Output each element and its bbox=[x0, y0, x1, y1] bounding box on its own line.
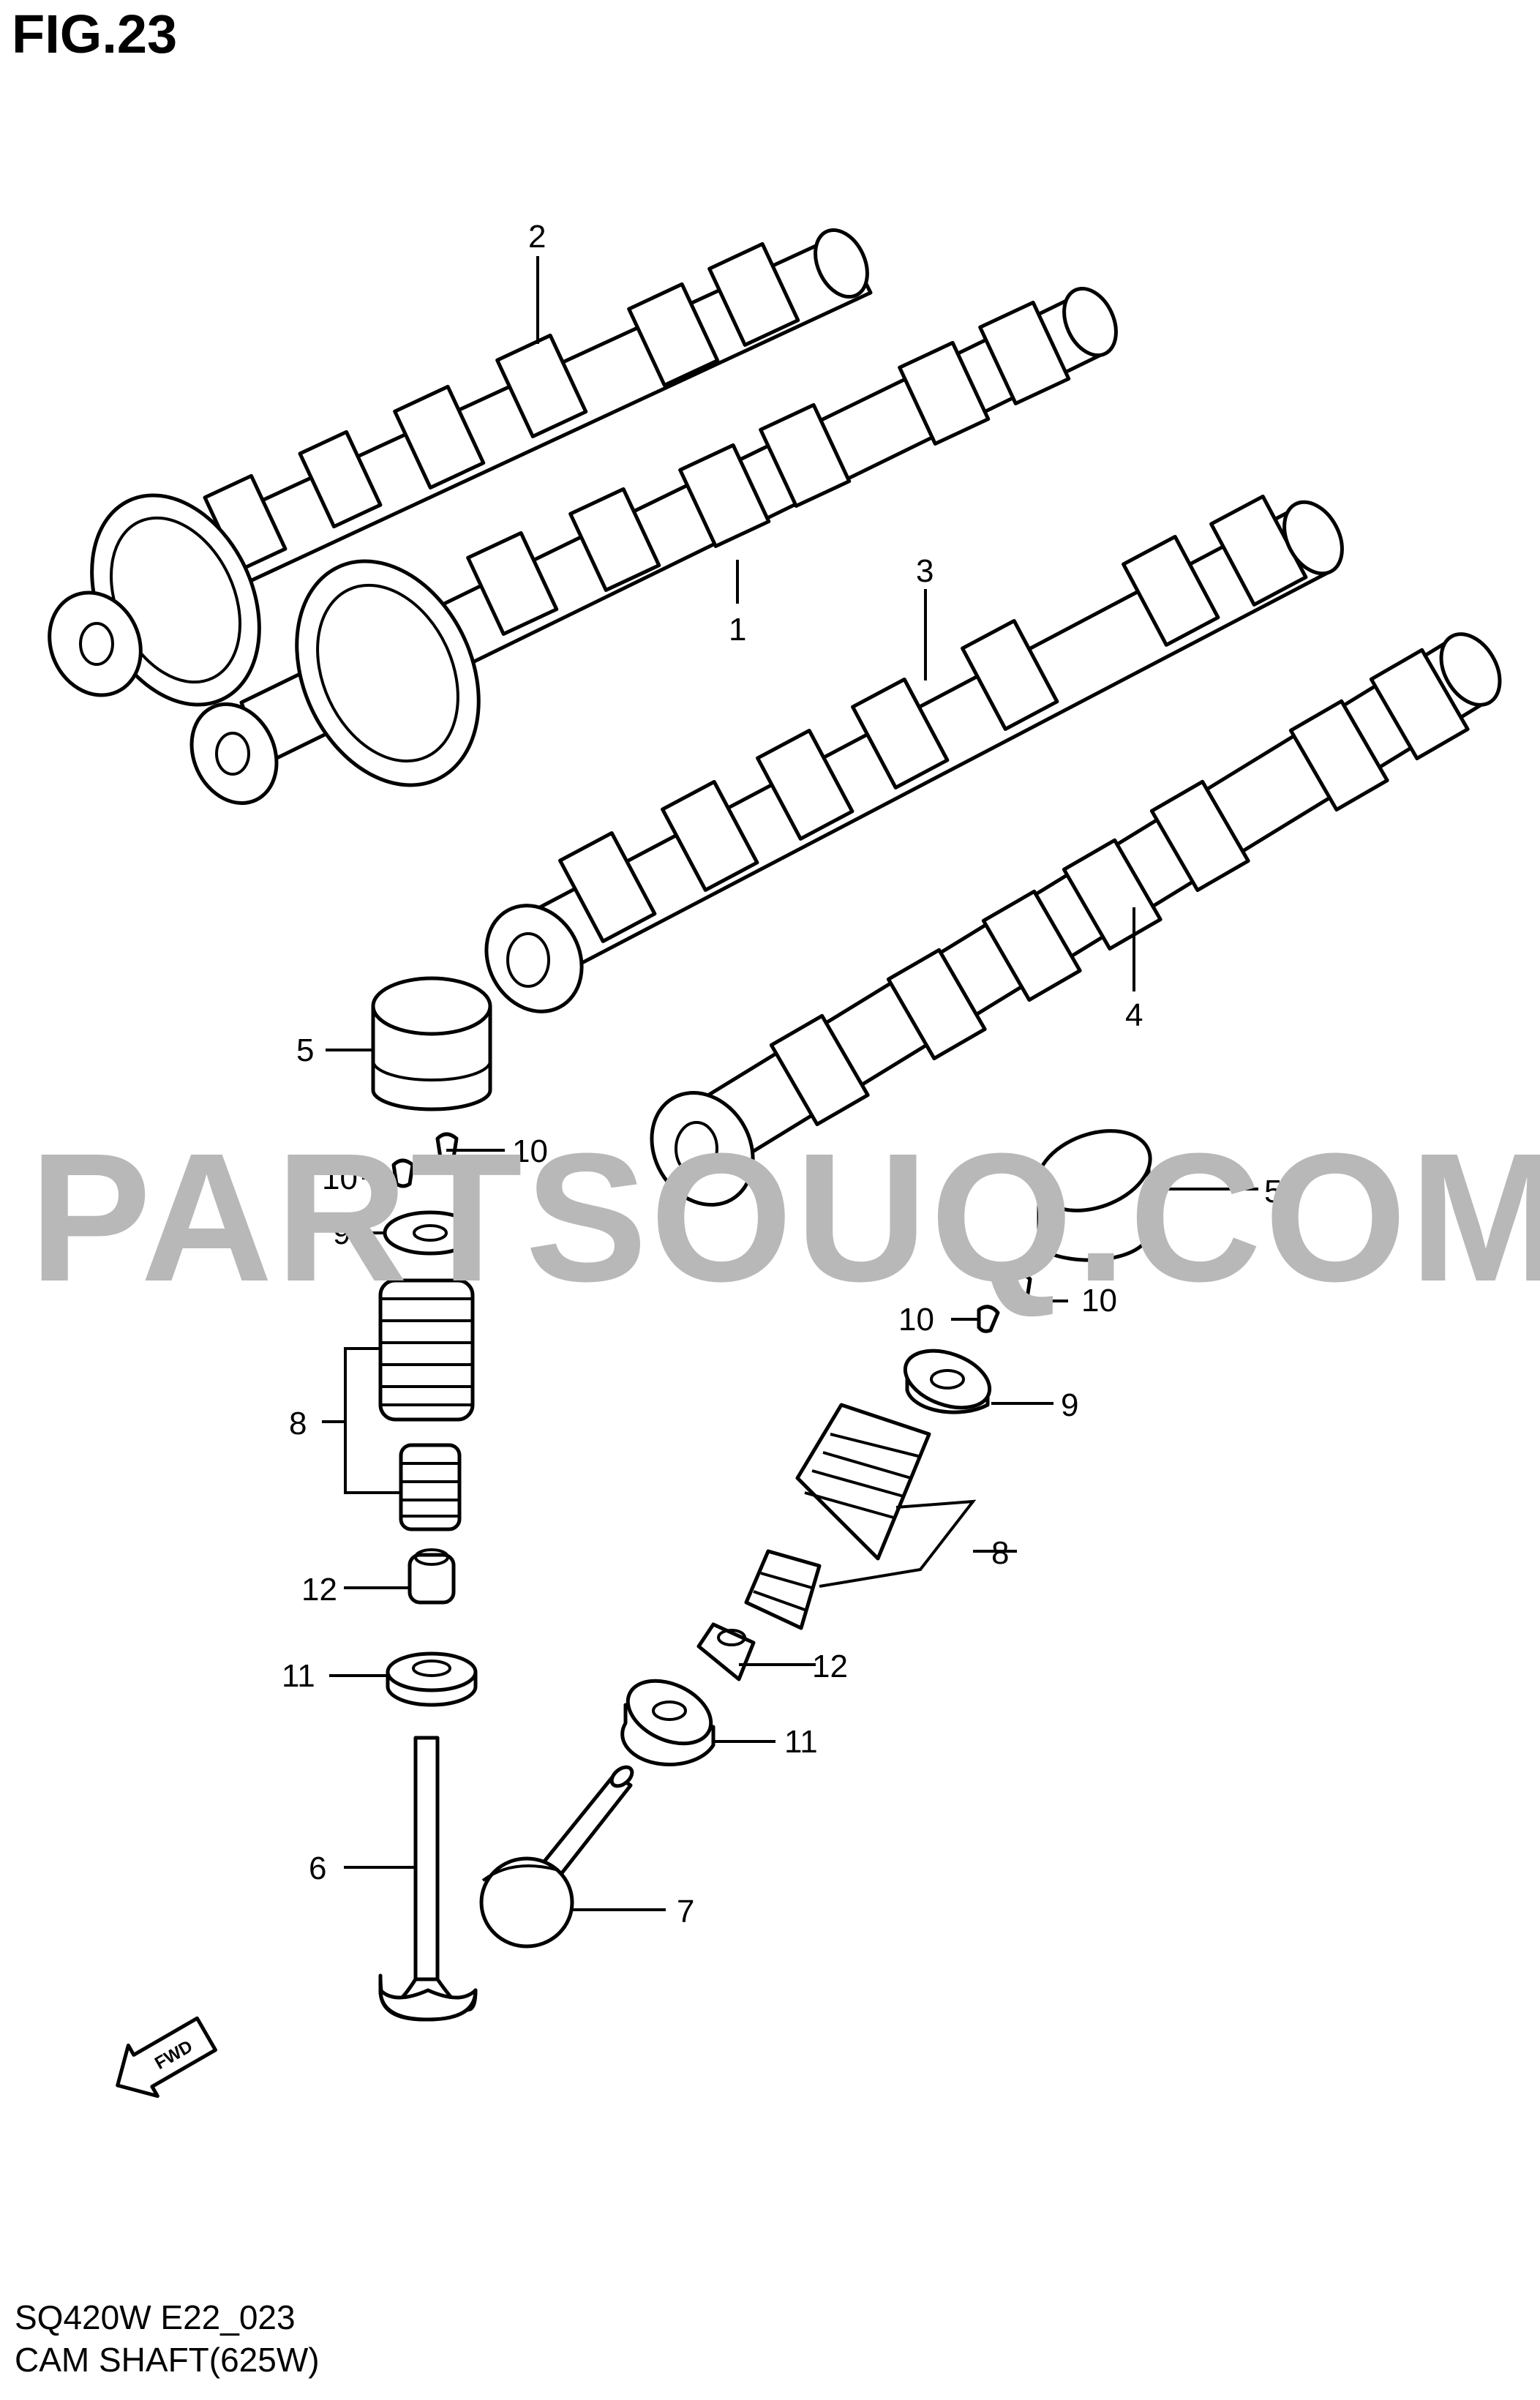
callout-5-left: 5 bbox=[296, 1032, 314, 1068]
callout-8-left: 8 bbox=[289, 1406, 307, 1441]
valve-keepers-10-right[interactable] bbox=[977, 1272, 1032, 1333]
valve-springs-8-right[interactable] bbox=[744, 1403, 931, 1630]
figure-caption: CAM SHAFT(625W) bbox=[15, 2341, 320, 2379]
callout-9-right: 9 bbox=[1061, 1387, 1078, 1423]
callout-1: 1 bbox=[729, 612, 746, 648]
callout-9-left: 9 bbox=[333, 1215, 350, 1251]
callout-8-right: 8 bbox=[991, 1535, 1009, 1571]
cam-lobes-2 bbox=[203, 241, 800, 573]
camshaft-part-3[interactable] bbox=[468, 492, 1353, 1029]
spring-seat-11-right[interactable] bbox=[618, 1668, 721, 1767]
exhaust-valve-7[interactable] bbox=[479, 1763, 636, 1949]
callout-6: 6 bbox=[309, 1850, 326, 1886]
valve-stem-seal-12-right[interactable] bbox=[696, 1622, 756, 1681]
footer: SQ420W E22_023 CAM SHAFT(625W) bbox=[15, 2296, 320, 2381]
model-code: SQ420W E22_023 bbox=[15, 2298, 296, 2336]
spring-seat-11-left[interactable] bbox=[386, 1651, 478, 1707]
callout-10-left-upper: 10 bbox=[512, 1133, 548, 1169]
spring-retainer-9-left[interactable] bbox=[383, 1210, 478, 1256]
figure-title: FIG.23 bbox=[12, 4, 178, 64]
valve-stem-seal-12-left[interactable] bbox=[407, 1548, 456, 1605]
valve-lifter-5-left[interactable] bbox=[371, 976, 492, 1111]
callout-11-left: 11 bbox=[282, 1658, 315, 1694]
cam-lobes-1 bbox=[466, 300, 1071, 636]
intake-valve-6[interactable] bbox=[378, 1736, 478, 2022]
cam-lobes-4 bbox=[769, 648, 1470, 1127]
callout-7: 7 bbox=[677, 1894, 694, 1930]
cam-sprocket-1 bbox=[295, 559, 481, 787]
valve-lifter-5-right[interactable] bbox=[1026, 1117, 1162, 1262]
leader-lines bbox=[322, 256, 1258, 1911]
callout-5-right: 5 bbox=[1264, 1174, 1282, 1210]
camshaft-part-2[interactable] bbox=[33, 222, 877, 732]
valve-keepers-10-left[interactable] bbox=[391, 1132, 459, 1188]
callout-10-left-lower: 10 bbox=[322, 1160, 358, 1196]
camshaft-part-4[interactable] bbox=[632, 623, 1512, 1223]
valve-springs-8-left[interactable] bbox=[378, 1278, 475, 1531]
forward-direction-arrow: FWD bbox=[116, 2016, 217, 2099]
callout-12-left: 12 bbox=[301, 1572, 337, 1608]
callout-11-right: 11 bbox=[784, 1724, 818, 1760]
cam-lobes-3 bbox=[558, 494, 1308, 943]
callout-4: 4 bbox=[1125, 997, 1143, 1033]
callout-10-right-b: 10 bbox=[1081, 1283, 1117, 1319]
callout-3: 3 bbox=[916, 553, 934, 589]
callout-2: 2 bbox=[528, 219, 546, 255]
callout-12-right: 12 bbox=[812, 1649, 848, 1684]
callout-10-right-a: 10 bbox=[898, 1302, 934, 1338]
spring-retainer-9-right[interactable] bbox=[898, 1340, 998, 1419]
callout-labels: 2 1 3 4 5 5 10 10 9 10 10 9 8 8 12 12 11… bbox=[282, 219, 1282, 1930]
camshaft-part-1[interactable] bbox=[176, 280, 1127, 817]
